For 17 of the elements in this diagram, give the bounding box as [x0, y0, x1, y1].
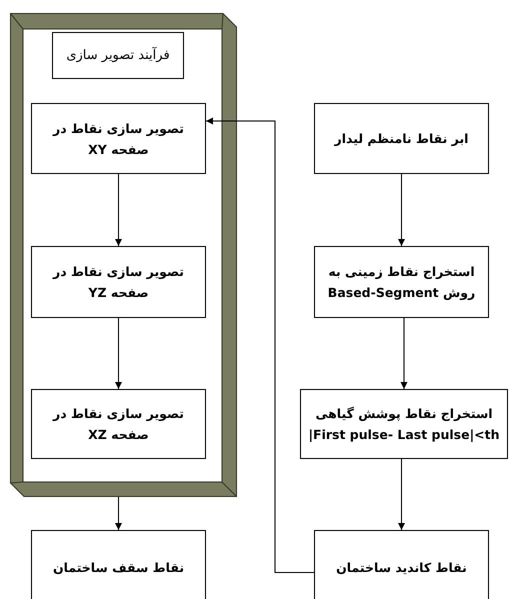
title-box: فرآیند تصویر سازی — [52, 32, 184, 79]
process-box: نقاط کاندید ساختمان — [314, 530, 489, 599]
process-box: استخراج نقاط زمینی به روش Based‑Segment — [314, 246, 489, 318]
arrow — [398, 174, 405, 246]
process-box: ابر نقاط نامنظم لیدار — [314, 103, 489, 174]
process-box: تصویر سازی نقاط در صفحه XZ — [31, 389, 206, 459]
arrow — [115, 174, 122, 246]
arrow — [115, 496, 122, 530]
process-box: استخراج نقاط پوشش گیاهی |First pulse- Last pulse|<th — [300, 389, 508, 459]
arrow — [206, 118, 314, 573]
process-box: تصویر سازی نقاط در صفحه XY — [31, 103, 206, 174]
arrow — [398, 458, 405, 530]
process-box: نقاط سقف ساختمان — [31, 530, 206, 599]
arrow — [115, 318, 122, 390]
frame-box — [10, 13, 237, 497]
arrow — [400, 318, 408, 390]
process-box: تصویر سازی نقاط در صفحه YZ — [31, 246, 206, 318]
